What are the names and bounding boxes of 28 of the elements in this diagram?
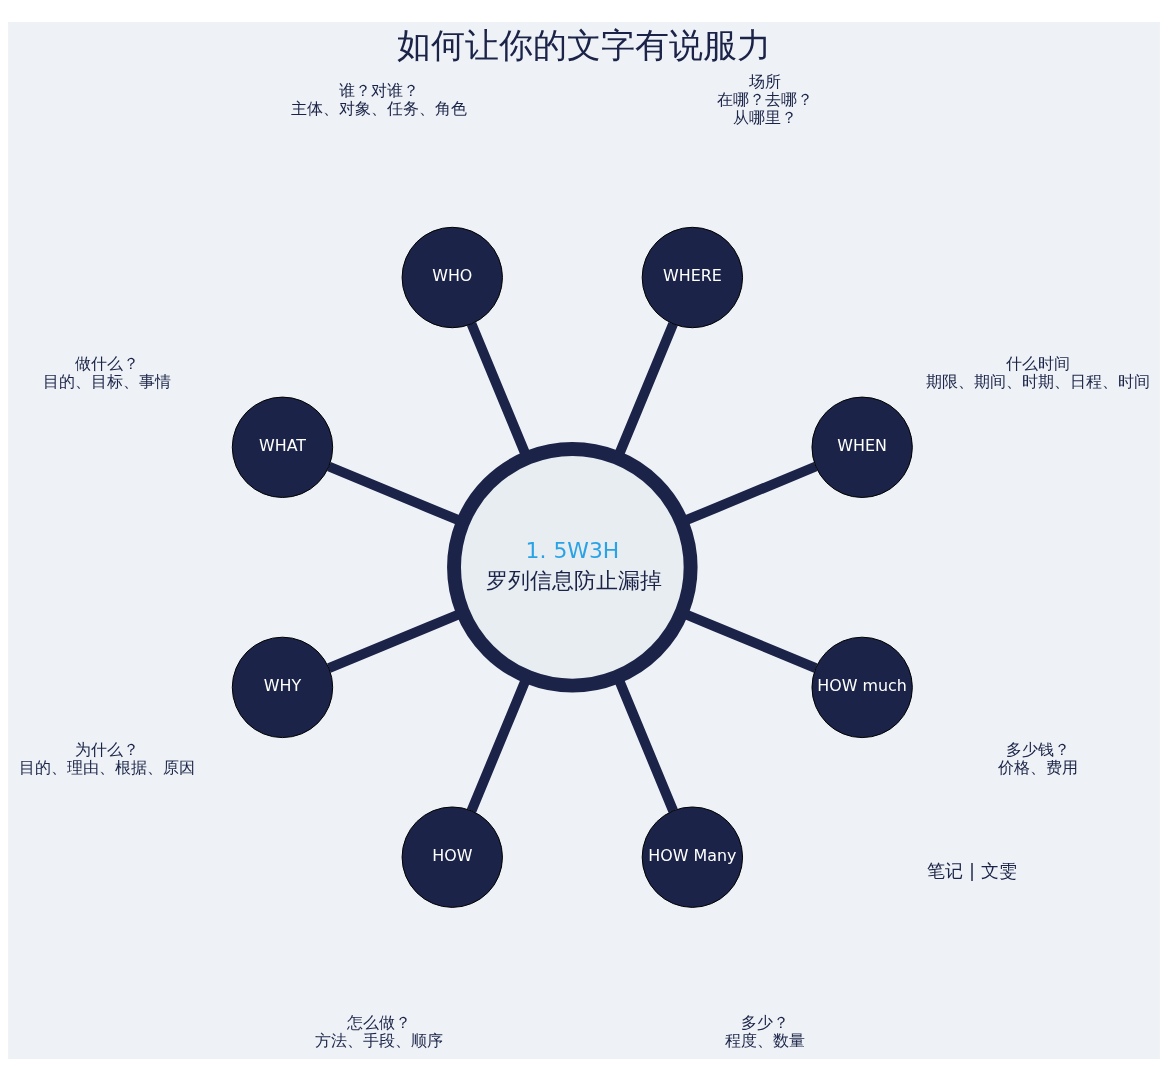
node-label: 程度、数量 (725, 1030, 806, 1050)
node-label: 价格、费用 (998, 757, 1079, 777)
node-label: 方法、手段、顺序 (315, 1030, 444, 1050)
node-label: 主体、对象、任务、角色 (291, 98, 468, 118)
node-circle: WHERE (641, 226, 744, 328)
node-circle: WHO (401, 226, 503, 328)
node-label: 怎么做？ (347, 1012, 412, 1032)
node-circle: WHAT (231, 396, 334, 498)
node-circle: HOW Many (641, 805, 744, 908)
node-label: 多少钱？ (1006, 739, 1071, 759)
node-label: 从哪里？ (733, 107, 798, 127)
node-label: 多少？ (741, 1012, 790, 1032)
node-label: 做什么？ (74, 353, 139, 373)
node-label: 谁？对谁？ (339, 80, 420, 100)
node-label: 目的、理由、根据、原因 (18, 757, 195, 777)
node-label: 为什么？ (74, 739, 139, 759)
node-label: 场所 (749, 71, 782, 91)
node-circle: HOW (401, 805, 503, 908)
node-label: 期限、期间、时期、日程、时间 (926, 371, 1151, 391)
node-circle: HOW much (811, 636, 913, 738)
node-circle: WHEN (811, 396, 913, 498)
node-label: 在哪？去哪？ (717, 89, 814, 109)
node-circle: WHY (231, 636, 334, 738)
node-label: 目的、目标、事情 (42, 371, 171, 391)
diagram-title: 如何让你的文字有说服力 (397, 25, 771, 65)
node-label: 什么时间 (1006, 353, 1071, 373)
label: 笔记 | 文雯 (927, 859, 1017, 881)
node-circle: 1. 5W3H 罗列信息防止漏掉 (447, 441, 698, 693)
